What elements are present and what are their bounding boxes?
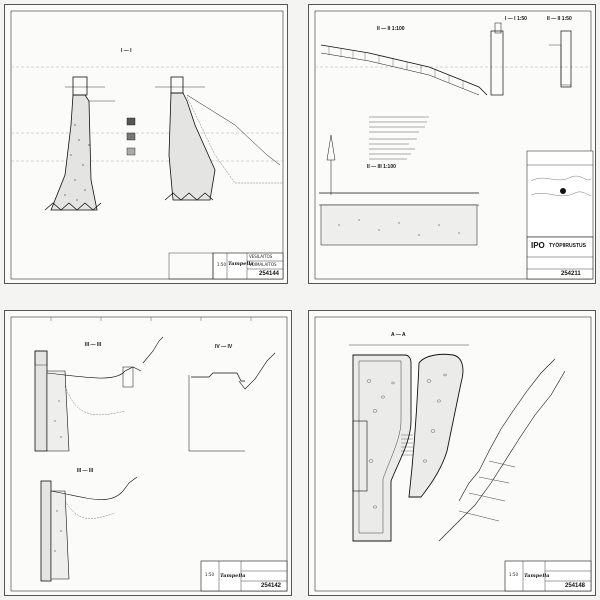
drawing-number: 254144 [259,271,280,277]
retaining-wall-drawing [10,316,288,592]
stairway-plan-drawing [314,10,594,280]
note-1: VESILAITOS [249,254,273,259]
section-label-1: III — III [85,342,102,348]
scale-label: 1:50 [509,572,518,577]
company-logo: Tampella [220,573,246,579]
section-label-3: II — II 1:50 [547,16,572,22]
dam-cross-section-drawing [10,10,284,280]
drawing-number: 254211 [561,271,581,277]
drawing-number: 254142 [261,583,282,589]
section-label-3: III — III [77,468,94,474]
drawing-sheet-bottom-left: III — III IV — IV III — III 1:50 Tampell… [4,310,292,596]
scale-label: 1:50 [217,262,226,267]
section-label-4: II — III 1:100 [367,164,396,170]
drawing-number: 254148 [565,583,586,589]
dam-plan-section-drawing [314,316,592,592]
company-logo: Tampella [228,261,254,267]
company-logo: Tampella [524,573,550,579]
note-2: VOIMALAITOS [249,262,277,267]
drawing-sheet-top-left: I — I 1:50 Tampella VESILAITOS VOIMALAIT… [4,4,288,284]
section-label: I — I [121,48,132,54]
drawing-title: TYÖPIIRUSTUS [549,243,586,249]
company-logo: IPO [531,241,545,250]
drawing-sheet-bottom-right: A — A 1:50 Tampella 254148 [308,310,596,596]
drawing-sheet-top-right: II — II 1:100 I — I 1:50 II — II 1:50 II… [308,4,596,284]
section-label: A — A [391,332,406,338]
section-label-1: II — II 1:100 [377,26,405,32]
section-label-2: IV — IV [215,344,233,350]
section-label-2: I — I 1:50 [505,16,527,22]
scale-label: 1:50 [205,572,214,577]
